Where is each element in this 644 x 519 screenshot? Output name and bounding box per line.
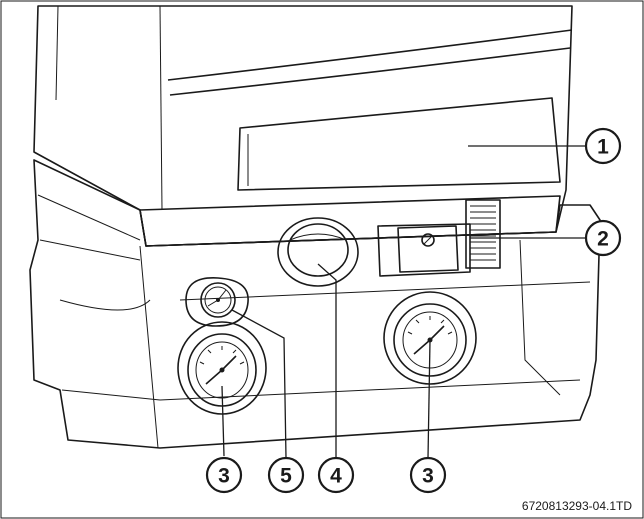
figure-code: 6720813293-04.1TD [522,499,632,513]
callout-4: 4 [317,456,355,494]
callout-1: 1 [584,127,622,165]
leader-4 [317,263,337,458]
leader-3-right [427,339,431,459]
callout-3-left: 3 [205,456,243,494]
leader-5 [231,309,287,459]
leader-3-left [221,385,225,457]
callout-3-right-label: 3 [422,465,434,488]
leader-lines [221,145,586,459]
flue-connection [277,217,359,287]
callout-2-label: 2 [597,228,609,251]
callout-3-right: 3 [409,456,447,494]
callout-2: 2 [584,219,622,257]
callout-3-left-label: 3 [218,465,230,488]
callout-5-label: 5 [280,465,292,488]
callout-5: 5 [267,456,305,494]
pressure-gauge-small [185,277,249,327]
callout-4-label: 4 [330,465,342,488]
control-panel-cover [237,97,561,191]
callout-1-label: 1 [597,136,609,159]
switch-box [377,199,501,277]
